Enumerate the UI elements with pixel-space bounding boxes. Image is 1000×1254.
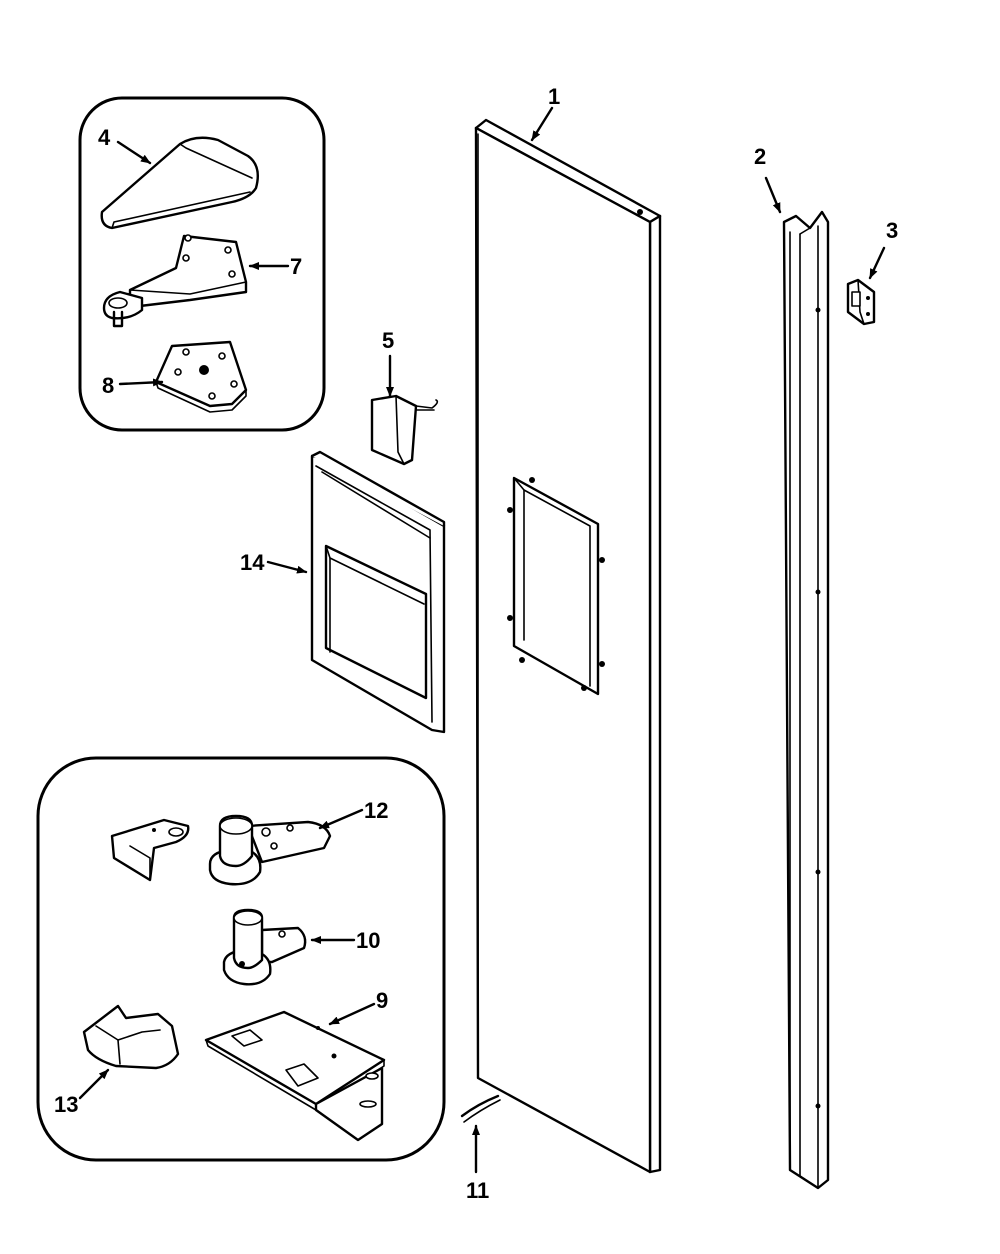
part-2-handle-trim: 2 <box>754 144 830 1190</box>
callout-12: 12 <box>364 798 388 823</box>
callout-8: 8 <box>102 373 114 398</box>
leader-1 <box>530 106 554 142</box>
part-1-door-panel: 1 <box>474 84 662 1174</box>
callout-10: 10 <box>356 928 380 953</box>
part-8-hinge-shim <box>154 340 248 413</box>
leader-14 <box>266 560 308 574</box>
leader-13 <box>78 1068 110 1100</box>
upper-hinge-group: 4 7 8 <box>78 96 326 432</box>
callout-7: 7 <box>290 254 302 279</box>
callout-13: 13 <box>54 1092 78 1117</box>
part-7-top-hinge <box>102 234 248 328</box>
leader-8 <box>118 378 164 387</box>
callout-2: 2 <box>754 144 766 169</box>
callout-3: 3 <box>886 218 898 243</box>
part-13-hinge-cover: 13 <box>54 1004 180 1117</box>
leader-12 <box>318 808 364 830</box>
leader-4 <box>116 140 152 165</box>
callout-11: 11 <box>466 1178 489 1203</box>
callout-4: 4 <box>98 125 111 150</box>
lower-hinge-group: 12 10 13 <box>36 756 446 1162</box>
leader-3 <box>868 246 886 280</box>
part-12-hinge-pin: 12 <box>208 798 388 886</box>
callout-9: 9 <box>376 988 388 1013</box>
part-3-bracket: 3 <box>846 218 898 326</box>
part-4-hinge-cover <box>100 136 259 230</box>
part-5-module: 5 <box>370 328 439 466</box>
part-9-lower-hinge: 9 <box>204 988 388 1142</box>
callout-14: 14 <box>240 550 265 575</box>
part-14-dispenser-frame: 14 <box>240 450 446 734</box>
callout-5: 5 <box>382 328 394 353</box>
part-6-bracket <box>110 818 190 882</box>
part-11-tube: 11 <box>460 1094 501 1203</box>
part-10-hinge-pin: 10 <box>222 908 380 986</box>
leader-9 <box>328 1002 376 1026</box>
callout-1: 1 <box>548 84 560 109</box>
leader-2 <box>764 176 782 214</box>
